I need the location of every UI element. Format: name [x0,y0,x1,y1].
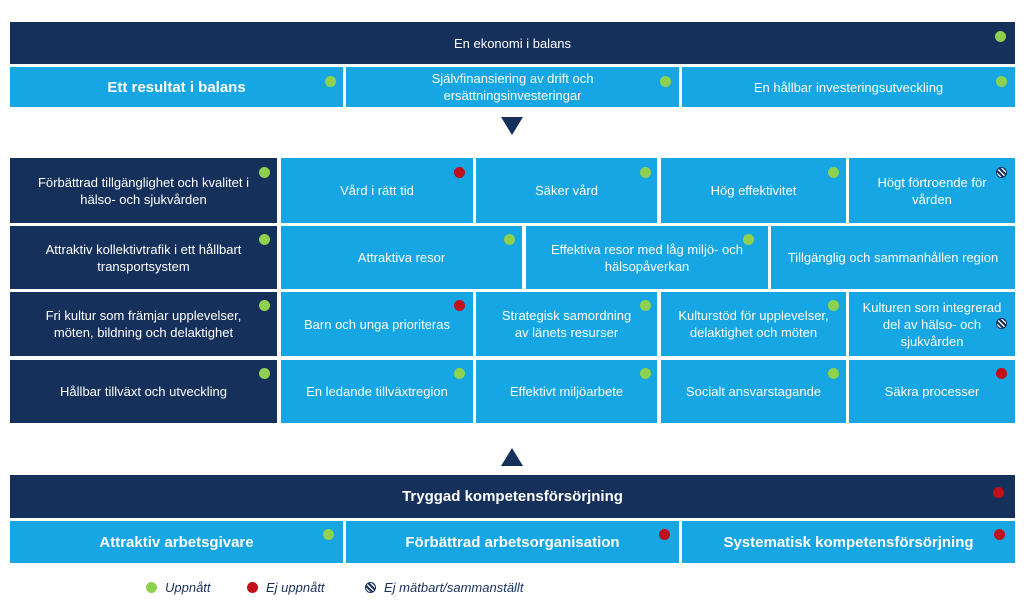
legend-achieved-label: Uppnått [165,580,211,595]
status-dot-row-3-cell-4 [996,318,1007,329]
competence-sub-1: Attraktiv arbetsgivare [10,521,343,563]
competence-sub-3: Systematisk kompetensförsörjning [682,521,1015,563]
economy-sub-3: En hållbar investeringsutveckling [682,67,1015,107]
row-2-header-label: Attraktiv kollektivtrafik i ett hållbart… [45,241,242,274]
status-dot-row-2-cell-2 [743,234,754,245]
status-dot-row-3-cell-1 [454,300,465,311]
red-dot-icon [247,582,258,593]
row-1-header: Förbättrad tillgänglighet och kvalitet i… [10,158,277,223]
economy-sub-2-label: Självfinansiering av drift och ersättnin… [431,71,594,103]
row-3-header: Fri kultur som främjar upplevelser, möte… [10,292,277,356]
competence-goal-label: Tryggad kompetensförsörjning [402,488,623,505]
row-2-cell-3-label: Tillgänglig och sammanhållen region [787,250,999,265]
competence-sub-1-label: Attraktiv arbetsgivare [99,533,254,551]
status-dot-competence-goal [993,487,1004,498]
row-4-cell-4: Säkra processer [849,360,1015,423]
status-dot-economy-goal [995,31,1006,42]
competence-goal: Tryggad kompetensförsörjning [10,475,1015,518]
row-2-cell-3: Tillgänglig och sammanhållen region [771,226,1015,289]
row-2-cell-1: Attraktiva resor [281,226,522,289]
economy-sub-1: Ett resultat i balans [10,67,343,107]
competence-sub-2: Förbättrad arbetsorganisation [346,521,679,563]
row-1-cell-4: Högt förtroende för vården [849,158,1015,223]
row-3-header-label: Fri kultur som främjar upplevelser, möte… [45,308,242,340]
economy-sub-3-label: En hållbar investeringsutveckling [753,79,944,95]
row-1-cell-1-label: Vård i rätt tid [340,183,414,198]
row-1-header-label: Förbättrad tillgänglighet och kvalitet i… [37,174,249,207]
arrow-down-icon [501,117,523,135]
row-4-cell-1: En ledande tillväxtregion [281,360,473,423]
economy-sub-2: Självfinansiering av drift och ersättnin… [346,67,679,107]
status-dot-economy-sub-2 [660,76,671,87]
row-4-cell-2: Effektivt miljöarbete [476,360,657,423]
legend-not-measurable-label: Ej mätbart/sammanställt [384,580,524,595]
status-dot-row-1-header [259,167,270,178]
legend-achieved: Uppnått [146,580,211,595]
legend-not-achieved: Ej uppnått [247,580,325,595]
status-dot-row-4-header [259,368,270,379]
row-3-cell-3: Kulturstöd för upplevelser, delaktighet … [661,292,846,356]
status-dot-row-1-cell-4 [996,167,1007,178]
row-4-cell-3: Socialt ansvarstagande [661,360,846,423]
economy-goal-label: En ekonomi i balans [453,35,572,51]
row-3-cell-2: Strategisk samordning av länets resurser [476,292,657,356]
status-dot-competence-sub-2 [659,529,670,540]
status-dot-row-4-cell-3 [828,368,839,379]
status-dot-row-1-cell-3 [828,167,839,178]
economy-sub-1-label: Ett resultat i balans [107,78,246,96]
row-1-cell-4-label: Högt förtroende för vården [877,174,987,207]
row-3-cell-4: Kulturen som integrerad del av hälso- oc… [849,292,1015,356]
status-dot-row-3-cell-2 [640,300,651,311]
status-dot-row-2-header [259,234,270,245]
row-1-cell-3-label: Hög effektivitet [710,183,797,198]
row-4-cell-2-label: Effektivt miljöarbete [509,384,624,399]
row-4-header-label: Hållbar tillväxt och utveckling [60,384,227,399]
status-dot-competence-sub-3 [994,529,1005,540]
row-2-cell-2: Effektiva resor med låg miljö- och hälso… [526,226,768,289]
row-1-cell-2-label: Säker vård [535,183,598,198]
arrow-up-icon [501,448,523,466]
row-3-cell-1-label: Barn och unga prioriteras [304,316,450,332]
status-dot-economy-sub-1 [325,76,336,87]
row-4-header: Hållbar tillväxt och utveckling [10,360,277,423]
status-dot-row-3-cell-3 [828,300,839,311]
green-dot-icon [146,582,157,593]
status-dot-row-1-cell-2 [640,167,651,178]
status-dot-competence-sub-1 [323,529,334,540]
row-1-cell-3: Hög effektivitet [661,158,846,223]
row-4-cell-1-label: En ledande tillväxtregion [306,384,448,399]
row-3-cell-1: Barn och unga prioriteras [281,292,473,356]
status-dot-row-4-cell-2 [640,368,651,379]
status-dot-row-4-cell-4 [996,368,1007,379]
row-4-cell-4-label: Säkra processer [884,384,980,399]
legend-not-measurable: Ej mätbart/sammanställt [365,580,523,595]
status-dot-row-3-header [259,300,270,311]
row-3-cell-2-label: Strategisk samordning av länets resurser [501,308,632,340]
status-dot-row-1-cell-1 [454,167,465,178]
row-2-cell-2-label: Effektiva resor med låg miljö- och hälso… [551,241,743,274]
row-1-cell-1: Vård i rätt tid [281,158,473,223]
competence-sub-3-label: Systematisk kompetensförsörjning [723,533,974,551]
economy-goal: En ekonomi i balans [10,22,1015,64]
status-dot-economy-sub-3 [996,76,1007,87]
row-1-cell-2: Säker vård [476,158,657,223]
row-3-cell-4-label: Kulturen som integrerad del av hälso- oc… [862,299,1002,349]
row-2-header: Attraktiv kollektivtrafik i ett hållbart… [10,226,277,289]
hatched-dot-icon [365,582,376,593]
status-dot-row-2-cell-1 [504,234,515,245]
legend-not-achieved-label: Ej uppnått [266,580,325,595]
row-3-cell-3-label: Kulturstöd för upplevelser, delaktighet … [678,308,829,340]
competence-sub-2-label: Förbättrad arbetsorganisation [405,533,620,551]
row-2-cell-1-label: Attraktiva resor [357,250,446,265]
status-dot-row-4-cell-1 [454,368,465,379]
row-4-cell-3-label: Socialt ansvarstagande [685,384,822,399]
